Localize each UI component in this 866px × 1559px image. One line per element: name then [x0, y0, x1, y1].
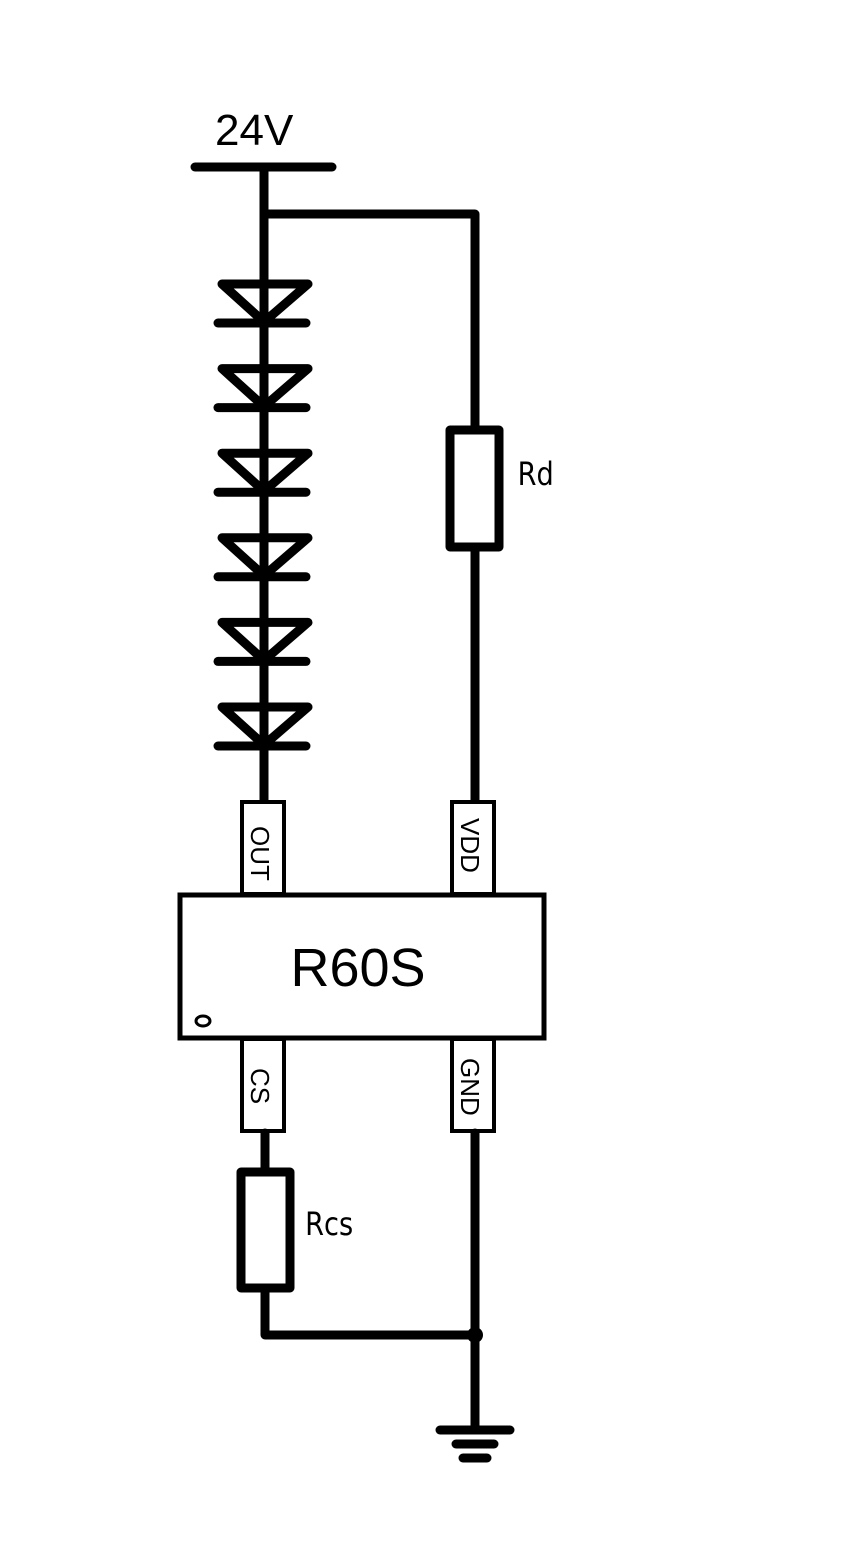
led-diode-icon: [213, 617, 313, 666]
led-diode-icon: [213, 702, 313, 751]
chip-label: R60S: [290, 938, 425, 998]
pin-out-label: OUT: [245, 826, 275, 881]
rcs-to-ground-wire: [260, 1285, 480, 1340]
led-diode-icon: [213, 448, 313, 497]
pin-vdd-label: VDD: [455, 818, 485, 873]
led-diode-icon: [213, 533, 313, 582]
chip-body: [177, 892, 547, 1041]
led-diode-icon: [213, 279, 313, 328]
rd-branch-wire: [259, 209, 480, 435]
junction-dot: [467, 1327, 483, 1343]
pin-cs-label: CS: [245, 1068, 275, 1104]
led-diode-icon: [213, 364, 313, 413]
pin-gnd-label: GND: [455, 1058, 485, 1116]
resistor-rd-label: Rd: [518, 456, 554, 494]
ground-icon: [435, 1425, 515, 1463]
led-string: [213, 279, 313, 751]
resistor-rd: [445, 425, 504, 552]
pin1-marker: [194, 1014, 212, 1028]
supply-label: 24V: [215, 106, 294, 155]
pin-cs: [240, 1037, 286, 1133]
resistor-rcs: [236, 1167, 295, 1293]
resistor-rcs-label: Rcs: [305, 1206, 353, 1244]
